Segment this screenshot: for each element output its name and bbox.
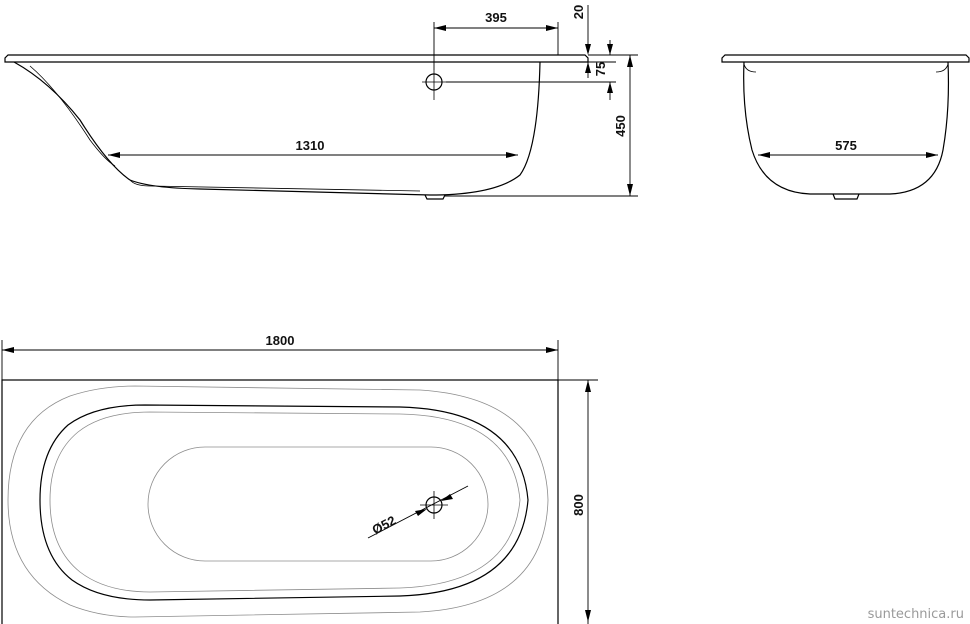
- side-view: 395 20 75 450: [4, 5, 638, 200]
- dim-overall-width: 800: [558, 379, 598, 624]
- dim-bottom-length: 1310: [108, 138, 518, 158]
- dim-drain-diameter-label: Ø52: [370, 513, 399, 538]
- dim-overflow-height: 75: [446, 40, 616, 100]
- end-view: 575: [721, 54, 970, 200]
- top-view-outline: [1, 379, 559, 624]
- watermark-text: suntechnica.ru: [868, 607, 964, 622]
- dim-overflow-offset: 395: [433, 10, 559, 70]
- end-view-outer-body: [743, 61, 950, 195]
- top-view-bowl-edge: [39, 404, 529, 601]
- top-view-bowl-inner: [49, 411, 521, 593]
- top-view: Ø52 1800 800: [1, 333, 598, 624]
- dim-tub-depth: 450: [445, 54, 638, 197]
- dim-overflow-offset-label: 395: [485, 10, 507, 25]
- dim-overall-length: 1800: [1, 333, 559, 380]
- end-view-drain-foot: [832, 193, 860, 200]
- side-view-drain-foot: [424, 194, 446, 200]
- overflow-symbol: [422, 70, 446, 100]
- dim-bottom-width-label: 575: [835, 138, 857, 153]
- dim-rim-thickness-label: 20: [571, 5, 586, 19]
- end-view-inner-top: [743, 63, 949, 73]
- dim-bottom-width: 575: [758, 138, 938, 158]
- side-view-outer-body: [13, 61, 541, 196]
- top-view-bottom-recess: [147, 446, 489, 562]
- dim-overall-length-label: 1800: [266, 333, 295, 348]
- dim-drain-diameter: Ø52: [367, 485, 469, 539]
- dim-overflow-height-label: 75: [593, 62, 608, 76]
- dim-bottom-length-label: 1310: [296, 138, 325, 153]
- top-view-rim-outer: [7, 385, 549, 618]
- side-view-inner-bottom: [129, 179, 421, 192]
- dim-overall-width-label: 800: [571, 494, 586, 516]
- drain-symbol: [420, 491, 448, 519]
- side-view-rim: [4, 54, 589, 63]
- dim-rim-thickness: 20: [571, 5, 616, 78]
- end-view-rim: [721, 54, 970, 63]
- side-view-slope-inner: [29, 65, 116, 167]
- dim-tub-depth-label: 450: [613, 115, 628, 137]
